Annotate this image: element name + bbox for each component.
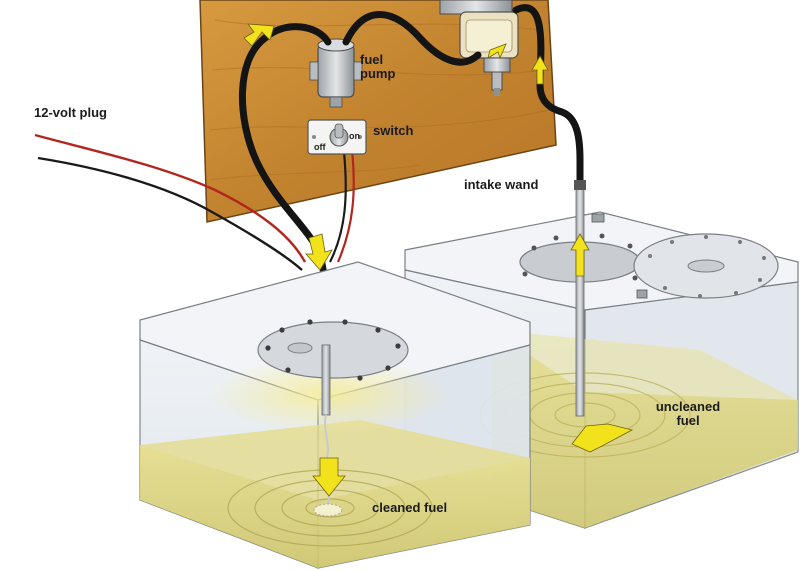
- label-intake-wand: intake wand: [464, 177, 539, 192]
- arrow-up-wand: [570, 233, 590, 277]
- flow-arrows: [243, 23, 634, 497]
- toggle-switch[interactable]: [307, 119, 367, 155]
- arrow-into-pump-line: [243, 23, 275, 47]
- cleaned-fuel-tank: [139, 261, 531, 569]
- label-fuel-pump-line2: pump: [360, 66, 396, 81]
- arrow-up-hose: [531, 55, 549, 85]
- label-12-volt-plug: 12-volt plug: [34, 105, 107, 120]
- label-cleaned-fuel: cleaned fuel: [372, 500, 448, 515]
- arrow-down-to-tank: [305, 233, 333, 271]
- label-fuel-pump: fuel pump: [360, 53, 395, 81]
- label-fuel-pump-line1: fuel: [360, 52, 384, 67]
- intake-wand: [574, 180, 586, 417]
- label-switch-on: on: [349, 131, 360, 141]
- label-switch-off: off: [314, 142, 326, 152]
- label-uncleaned-fuel: uncleaned fuel: [646, 400, 730, 428]
- label-switch: switch: [373, 123, 414, 138]
- arrow-out-nozzle: [312, 457, 346, 497]
- label-uncleaned-line1: uncleaned: [655, 399, 721, 414]
- arrow-filter-outlet: [487, 43, 507, 60]
- loose-bolt: [591, 213, 648, 299]
- label-uncleaned-line2: fuel: [676, 413, 700, 428]
- arrow-intake-bottom: [571, 423, 634, 453]
- power-cord: [34, 133, 355, 271]
